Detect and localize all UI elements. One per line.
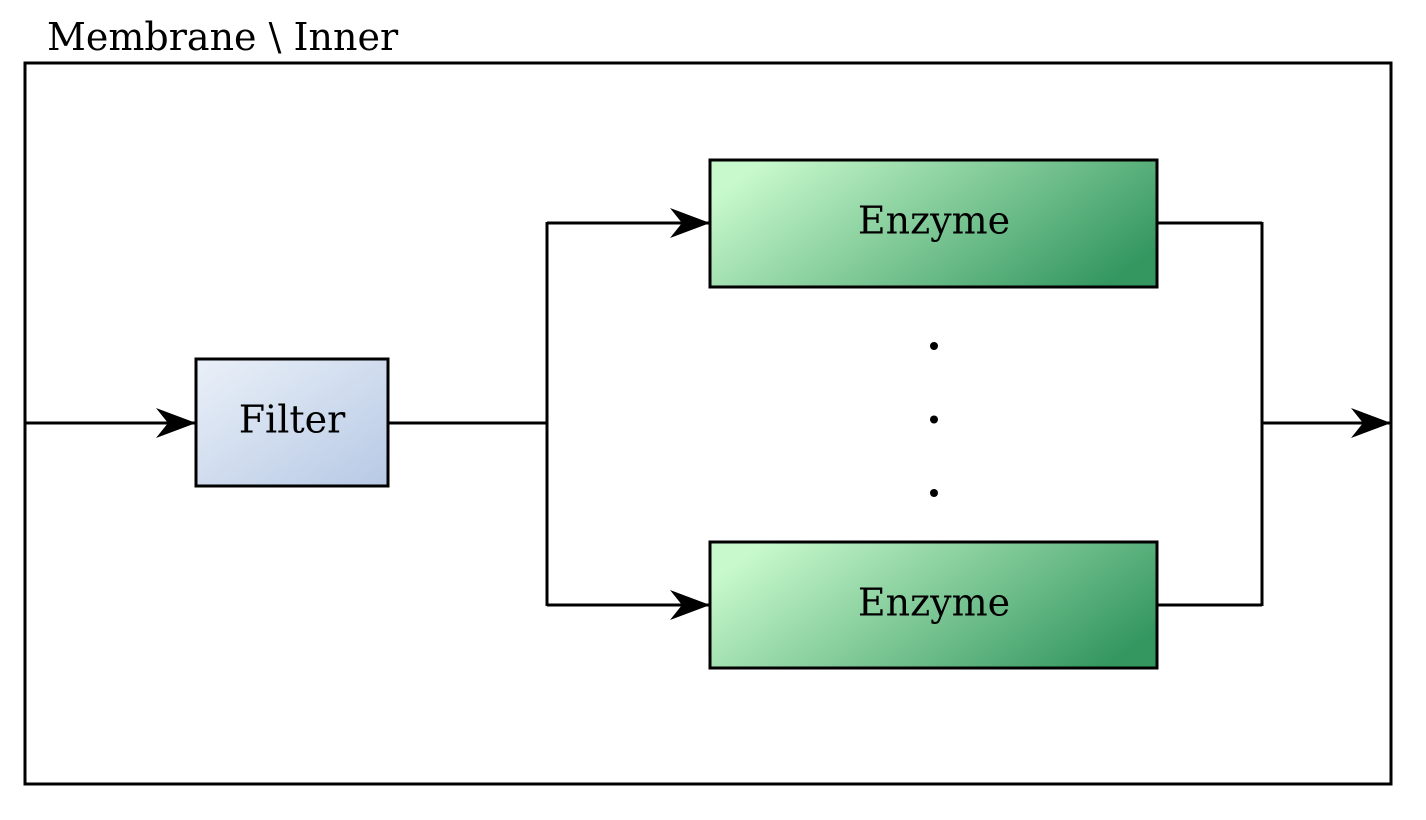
enzyme-node-bottom[interactable]: Enzyme <box>708 540 1159 670</box>
enzyme-box-top <box>708 158 1159 289</box>
enzyme-node-top[interactable]: Enzyme <box>708 158 1159 289</box>
container-title: Membrane \ Inner <box>47 15 399 59</box>
ellipsis-dot <box>930 489 938 497</box>
enzyme-box-bottom <box>708 540 1159 670</box>
ellipsis-dot <box>930 342 938 350</box>
enzyme-label-bottom: Enzyme <box>858 581 1010 625</box>
ellipsis-dot <box>930 415 938 424</box>
filter-box <box>194 357 390 488</box>
ellipsis-dots <box>930 342 938 497</box>
filter-node[interactable]: Filter <box>194 357 390 488</box>
enzyme-label-top: Enzyme <box>858 199 1010 243</box>
filter-label: Filter <box>239 398 346 442</box>
